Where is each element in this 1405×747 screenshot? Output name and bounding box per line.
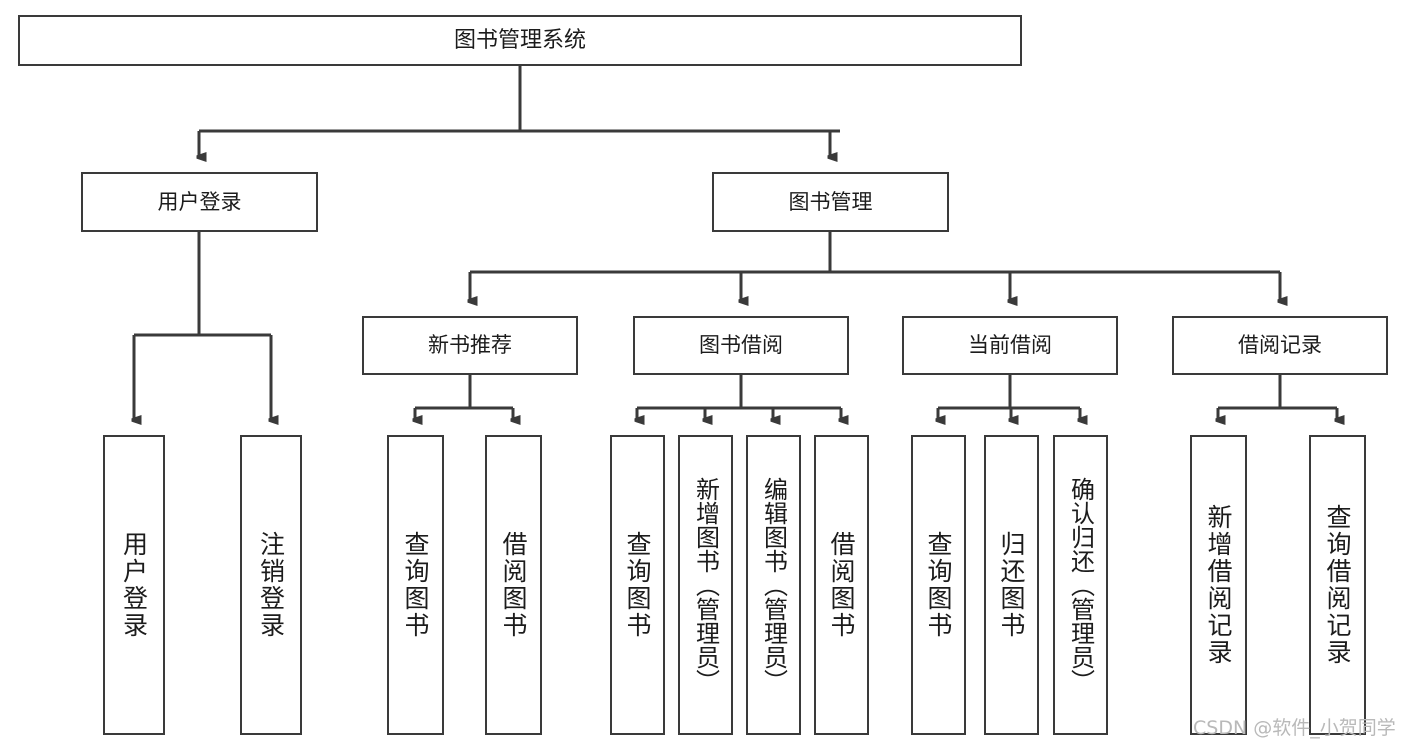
node-leaf-edit-book-label: 编辑图书（管理员） xyxy=(759,477,788,693)
node-borrow-record[interactable]: 借阅记录 xyxy=(1172,316,1388,375)
node-leaf-user-login-label: 用户登录 xyxy=(119,531,149,639)
node-leaf-query-book-2[interactable]: 查询图书 xyxy=(610,435,665,735)
node-user-login[interactable]: 用户登录 xyxy=(81,172,318,232)
node-new-book-recommend-label: 新书推荐 xyxy=(428,333,512,357)
node-leaf-borrow-book-2-label: 借阅图书 xyxy=(827,531,856,639)
node-leaf-add-record[interactable]: 新增借阅记录 xyxy=(1190,435,1247,735)
node-leaf-user-login[interactable]: 用户登录 xyxy=(103,435,165,735)
csdn-watermark: CSDN @软件_小贺同学 xyxy=(1193,717,1396,739)
node-leaf-user-logout-label: 注销登录 xyxy=(256,531,286,639)
node-leaf-query-book-2-label: 查询图书 xyxy=(623,531,652,639)
node-leaf-query-book-3[interactable]: 查询图书 xyxy=(911,435,966,735)
node-current-borrow-label: 当前借阅 xyxy=(968,333,1052,357)
node-leaf-return-book[interactable]: 归还图书 xyxy=(984,435,1039,735)
node-leaf-query-book-1[interactable]: 查询图书 xyxy=(387,435,444,735)
node-borrow-record-label: 借阅记录 xyxy=(1238,333,1322,357)
node-book-borrow[interactable]: 图书借阅 xyxy=(633,316,849,375)
node-leaf-confirm-return[interactable]: 确认归还（管理员） xyxy=(1053,435,1108,735)
node-book-manage[interactable]: 图书管理 xyxy=(712,172,949,232)
node-leaf-query-record[interactable]: 查询借阅记录 xyxy=(1309,435,1366,735)
node-leaf-add-book[interactable]: 新增图书（管理员） xyxy=(678,435,733,735)
node-leaf-confirm-return-label: 确认归还（管理员） xyxy=(1066,477,1095,693)
node-root-label: 图书管理系统 xyxy=(453,27,586,53)
node-book-manage-label: 图书管理 xyxy=(788,189,873,214)
node-leaf-user-logout[interactable]: 注销登录 xyxy=(240,435,302,735)
node-leaf-borrow-book-1[interactable]: 借阅图书 xyxy=(485,435,542,735)
node-leaf-query-record-label: 查询借阅记录 xyxy=(1323,504,1352,666)
node-root[interactable]: 图书管理系统 xyxy=(18,15,1022,66)
node-leaf-query-book-3-label: 查询图书 xyxy=(924,531,953,639)
node-leaf-borrow-book-2[interactable]: 借阅图书 xyxy=(814,435,869,735)
node-leaf-edit-book[interactable]: 编辑图书（管理员） xyxy=(746,435,801,735)
node-leaf-borrow-book-1-label: 借阅图书 xyxy=(499,531,528,639)
node-leaf-query-book-1-label: 查询图书 xyxy=(401,531,430,639)
node-leaf-return-book-label: 归还图书 xyxy=(997,531,1026,639)
node-leaf-add-record-label: 新增借阅记录 xyxy=(1204,504,1233,666)
node-book-borrow-label: 图书借阅 xyxy=(699,333,783,357)
node-current-borrow[interactable]: 当前借阅 xyxy=(902,316,1118,375)
node-new-book-recommend[interactable]: 新书推荐 xyxy=(362,316,578,375)
node-leaf-add-book-label: 新增图书（管理员） xyxy=(691,477,720,693)
node-user-login-label: 用户登录 xyxy=(157,189,242,214)
